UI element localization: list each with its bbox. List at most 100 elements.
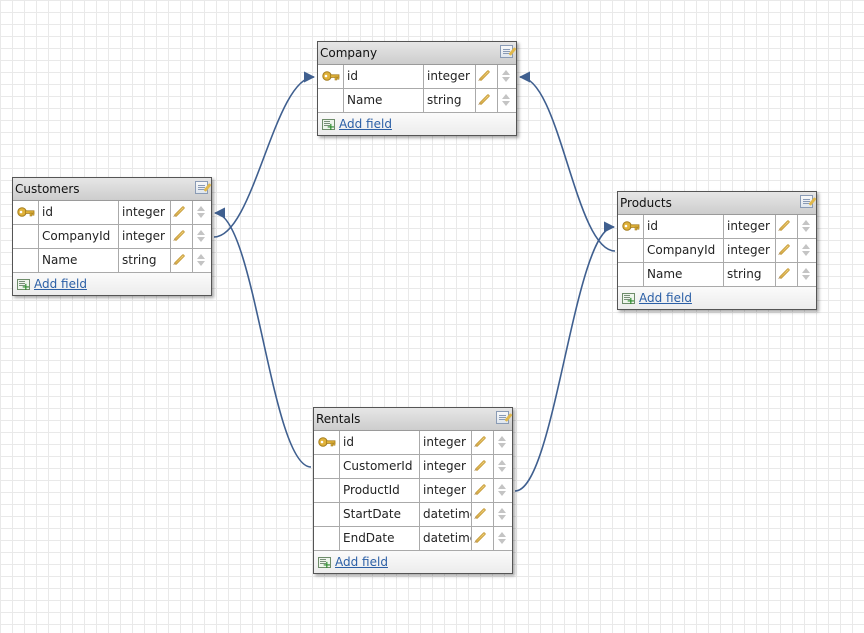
pencil-icon[interactable] xyxy=(778,243,791,256)
field-name[interactable]: id xyxy=(644,215,724,238)
field-type[interactable]: integer xyxy=(420,431,472,454)
field-type[interactable]: datetime xyxy=(420,527,472,550)
field-name[interactable]: CompanyId xyxy=(39,225,119,248)
edit-table-icon[interactable] xyxy=(500,45,513,58)
reorder-arrows-icon[interactable] xyxy=(498,436,506,448)
field-type[interactable]: integer xyxy=(420,455,472,478)
key-cell xyxy=(618,215,644,238)
field-type[interactable]: integer xyxy=(119,225,171,248)
reorder-arrows-icon[interactable] xyxy=(802,268,810,280)
pencil-icon[interactable] xyxy=(474,483,487,496)
reorder-arrows-icon[interactable] xyxy=(498,532,506,544)
add-field-icon[interactable] xyxy=(17,277,30,299)
pencil-icon[interactable] xyxy=(474,507,487,520)
key-cell xyxy=(318,65,344,88)
table-header[interactable]: Products xyxy=(618,192,816,215)
field-name[interactable]: Name xyxy=(644,263,724,286)
field-type[interactable]: string xyxy=(424,89,476,112)
field-type[interactable]: integer xyxy=(724,215,776,238)
pencil-icon[interactable] xyxy=(173,229,186,242)
edit-table-icon[interactable] xyxy=(195,181,208,194)
pencil-icon[interactable] xyxy=(478,69,491,82)
edit-table-icon[interactable] xyxy=(496,411,509,424)
field-type[interactable]: integer xyxy=(119,201,171,224)
pencil-icon[interactable] xyxy=(778,267,791,280)
table-title: Rentals xyxy=(316,412,361,426)
field-type[interactable]: string xyxy=(724,263,776,286)
field-name[interactable]: CustomerId xyxy=(340,455,420,478)
pencil-icon[interactable] xyxy=(474,435,487,448)
reorder-cell xyxy=(494,527,510,550)
pencil-icon[interactable] xyxy=(478,93,491,106)
pencil-icon[interactable] xyxy=(173,205,186,218)
pencil-icon[interactable] xyxy=(173,253,186,266)
field-name[interactable]: Name xyxy=(39,249,119,272)
field-name[interactable]: EndDate xyxy=(340,527,420,550)
reorder-arrows-icon[interactable] xyxy=(498,484,506,496)
field-type[interactable]: datetime xyxy=(420,503,472,526)
table-header[interactable]: Customers xyxy=(13,178,211,201)
reorder-cell xyxy=(798,263,814,286)
field-name[interactable]: id xyxy=(340,431,420,454)
add-field-icon[interactable] xyxy=(622,291,635,313)
table-header[interactable]: Company xyxy=(318,42,516,65)
reorder-arrows-icon[interactable] xyxy=(802,244,810,256)
field-name[interactable]: CompanyId xyxy=(644,239,724,262)
field-name[interactable]: StartDate xyxy=(340,503,420,526)
reorder-arrows-icon[interactable] xyxy=(498,460,506,472)
reorder-arrows-icon[interactable] xyxy=(502,94,510,106)
field-name[interactable]: id xyxy=(344,65,424,88)
pencil-icon[interactable] xyxy=(474,531,487,544)
reorder-arrows-icon[interactable] xyxy=(197,230,205,242)
edit-field-cell xyxy=(476,65,498,88)
table-header[interactable]: Rentals xyxy=(314,408,512,431)
edit-table-icon[interactable] xyxy=(800,195,813,208)
reorder-cell xyxy=(798,215,814,238)
pencil-icon[interactable] xyxy=(474,459,487,472)
add-field-icon[interactable] xyxy=(318,555,331,577)
field-type[interactable]: integer xyxy=(420,479,472,502)
add-field-link[interactable]: Add field xyxy=(339,117,392,131)
field-type[interactable]: integer xyxy=(724,239,776,262)
relationship-customers-company[interactable] xyxy=(213,71,316,238)
reorder-arrows-icon[interactable] xyxy=(197,206,205,218)
relationship-products-company[interactable] xyxy=(518,71,616,252)
field-type[interactable]: integer xyxy=(424,65,476,88)
add-field-link[interactable]: Add field xyxy=(34,277,87,291)
add-field-link[interactable]: Add field xyxy=(335,555,388,569)
field-name[interactable]: id xyxy=(39,201,119,224)
field-name[interactable]: Name xyxy=(344,89,424,112)
add-field-icon[interactable] xyxy=(322,117,335,139)
relationship-rentals-products[interactable] xyxy=(514,221,616,492)
relationship-rentals-customers[interactable] xyxy=(213,207,312,468)
pencil-icon[interactable] xyxy=(778,219,791,232)
field-type[interactable]: string xyxy=(119,249,171,272)
reorder-cell xyxy=(494,503,510,526)
reorder-arrows-icon[interactable] xyxy=(502,70,510,82)
reorder-arrows-icon[interactable] xyxy=(498,508,506,520)
reorder-arrows-icon[interactable] xyxy=(802,220,810,232)
field-name[interactable]: ProductId xyxy=(340,479,420,502)
reorder-arrows-icon[interactable] xyxy=(197,254,205,266)
key-cell xyxy=(618,239,644,262)
add-field-link[interactable]: Add field xyxy=(639,291,692,305)
